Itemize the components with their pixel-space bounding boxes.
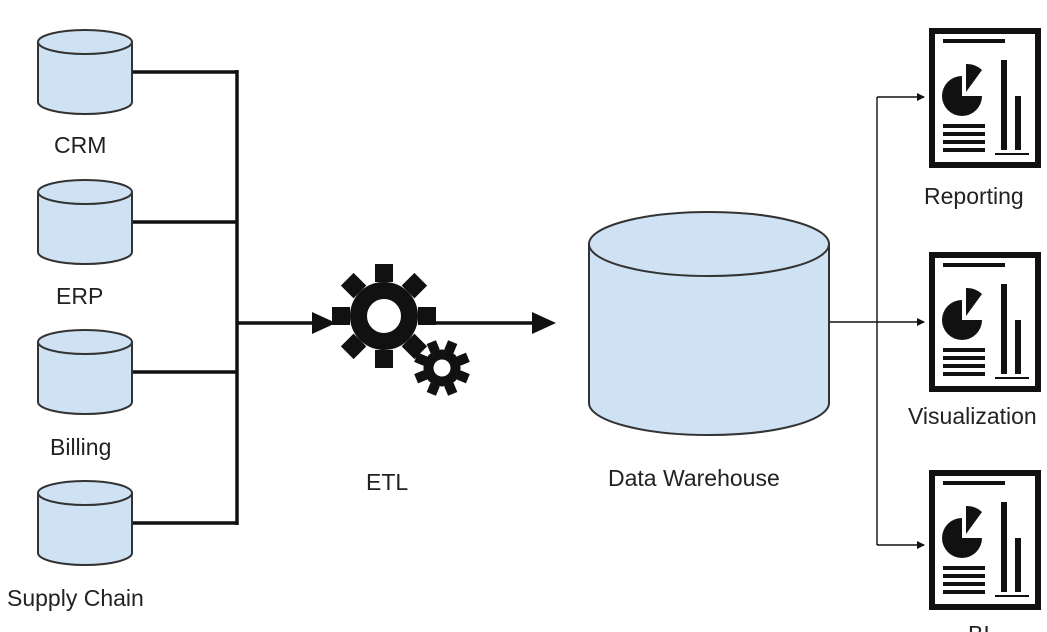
database-icon	[37, 179, 133, 265]
source-label-supply-chain: Supply Chain	[7, 585, 144, 611]
source-label-billing: Billing	[50, 434, 112, 460]
gears-icon	[332, 264, 470, 396]
database-icon	[37, 480, 133, 566]
report-document-icon	[929, 470, 1041, 610]
output-label-bi: BI	[968, 623, 990, 632]
database-icon	[37, 329, 133, 415]
source-connectors	[132, 70, 239, 525]
report-document-icon	[929, 252, 1041, 392]
flow-arrow-to-warehouse	[432, 312, 556, 334]
output-label-visualization: Visualization	[908, 403, 1037, 429]
warehouse-label: Data Warehouse	[608, 465, 780, 491]
database-icon	[37, 29, 133, 115]
report-document-icon	[929, 28, 1041, 168]
database-icon	[588, 211, 830, 436]
flow-arrow-to-etl	[237, 312, 336, 334]
source-label-crm: CRM	[54, 132, 107, 158]
output-connectors	[830, 93, 925, 549]
output-label-reporting: Reporting	[924, 183, 1024, 209]
etl-label: ETL	[366, 469, 409, 495]
source-label-erp: ERP	[56, 283, 104, 309]
